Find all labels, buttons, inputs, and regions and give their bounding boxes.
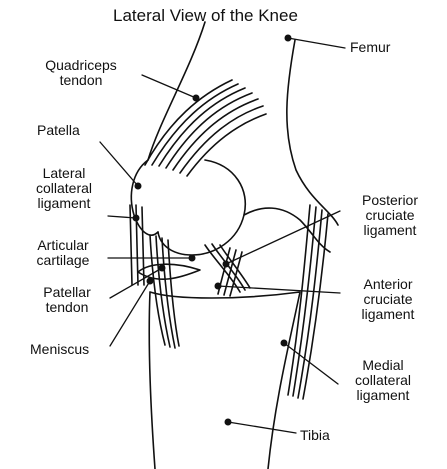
- tibia-outline: [149, 292, 300, 469]
- label-line: tendon: [24, 300, 110, 315]
- label-line: ligament: [338, 388, 428, 403]
- label-articular-cartilage: Articular cartilage: [18, 238, 108, 268]
- patella-outline: [131, 160, 158, 235]
- femur-outline: [148, 22, 338, 225]
- quadriceps-tendon-fibres: [145, 80, 266, 176]
- label-tibia: Tibia: [300, 428, 330, 443]
- label-line: Lateral: [19, 166, 109, 181]
- label-femur: Femur: [350, 40, 390, 55]
- label-line: Quadriceps: [26, 58, 136, 73]
- label-posterior-cruciate-ligament: Posterior cruciate ligament: [340, 193, 440, 238]
- medial-collateral-ligament: [288, 205, 328, 399]
- label-line: cruciate: [340, 292, 436, 307]
- leader-dots: [133, 35, 292, 426]
- label-patellar-tendon: Patellar tendon: [24, 285, 110, 315]
- label-line: Articular: [18, 238, 108, 253]
- label-line: ligament: [19, 196, 109, 211]
- label-line: collateral: [19, 181, 109, 196]
- label-line: cruciate: [340, 208, 440, 223]
- condyle-notch: [244, 208, 330, 252]
- label-patella: Patella: [37, 123, 80, 138]
- diagram-title: Lateral View of the Knee: [113, 6, 298, 26]
- label-line: cartilage: [18, 253, 108, 268]
- label-lateral-collateral-ligament: Lateral collateral ligament: [19, 166, 109, 211]
- label-line: tendon: [26, 73, 136, 88]
- label-line: Posterior: [340, 193, 440, 208]
- label-line: Patellar: [24, 285, 110, 300]
- label-quadriceps-tendon: Quadriceps tendon: [26, 58, 136, 88]
- label-line: ligament: [340, 307, 436, 322]
- label-meniscus: Meniscus: [30, 342, 89, 357]
- label-line: Medial: [338, 358, 428, 373]
- label-line: Anterior: [340, 277, 436, 292]
- femoral-condyle: [158, 160, 245, 255]
- label-line: ligament: [340, 223, 440, 238]
- label-anterior-cruciate-ligament: Anterior cruciate ligament: [340, 277, 436, 322]
- label-line: collateral: [338, 373, 428, 388]
- label-medial-collateral-ligament: Medial collateral ligament: [338, 358, 428, 403]
